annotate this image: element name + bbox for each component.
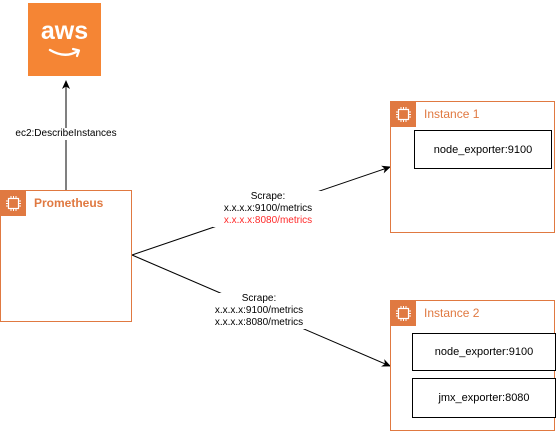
instance-2-node-exporter: node_exporter:9100	[412, 333, 556, 371]
aws-wordmark: aws	[40, 17, 89, 45]
instance-1-node-exporter: node_exporter:9100	[414, 130, 552, 169]
scrape-2-heading: Scrape:	[241, 293, 277, 304]
prometheus-title: Prometheus	[34, 196, 104, 210]
instance-2-jmx-exporter: jmx_exporter:8080	[412, 378, 556, 418]
scrape-2-jmx-metrics: x.x.x.x:8080/metrics	[214, 317, 304, 328]
prometheus-group: Prometheus	[0, 190, 132, 322]
ec2-chip-icon	[396, 107, 411, 122]
ec2-chip-icon	[6, 196, 21, 211]
scrape-label-2: Scrape: x.x.x.x:9100/metrics x.x.x.x:808…	[204, 293, 314, 329]
scrape-1-heading: Scrape:	[250, 191, 286, 202]
describe-instances-label: ec2:DescribeInstances	[11, 128, 121, 140]
instance-2-chip	[391, 301, 416, 326]
instance-1-chip	[391, 102, 416, 127]
scrape-1-node-metrics: x.x.x.x:9100/metrics	[223, 203, 313, 214]
aws-smile-icon	[48, 47, 81, 58]
prometheus-chip	[1, 191, 26, 216]
aws-logo: aws	[28, 3, 101, 76]
scrape-label-1: Scrape: x.x.x.x:9100/metrics x.x.x.x:808…	[213, 191, 323, 227]
instance-2-title: Instance 2	[424, 306, 480, 320]
instance-1-title: Instance 1	[424, 107, 480, 121]
ec2-chip-icon	[396, 306, 411, 321]
scrape-1-jmx-metrics-missing: x.x.x.x:8080/metrics	[223, 215, 313, 226]
scrape-2-node-metrics: x.x.x.x:9100/metrics	[214, 305, 304, 316]
